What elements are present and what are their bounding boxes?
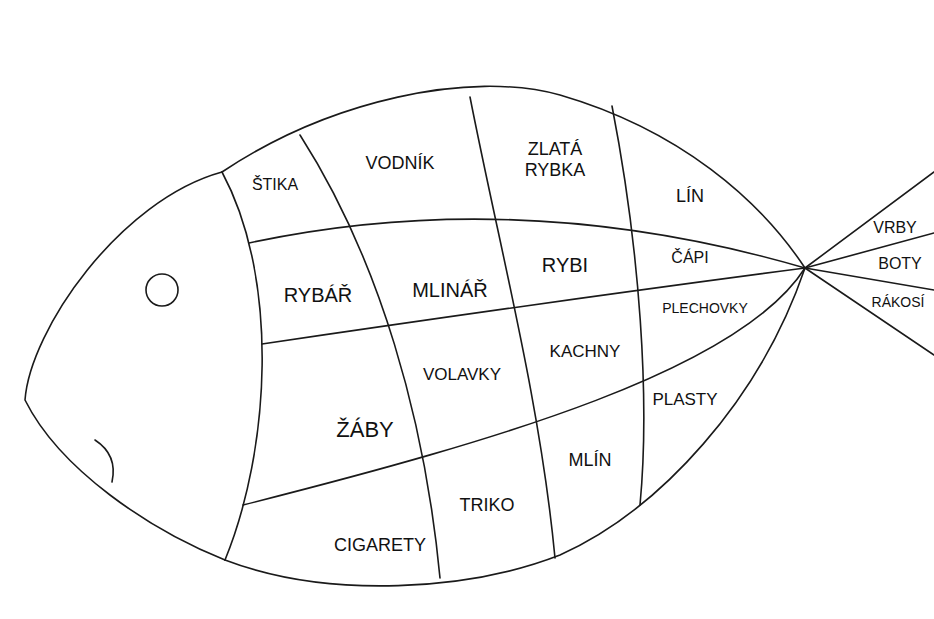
word-cell: KACHNY (547, 340, 624, 364)
word-cell: BOTY (875, 253, 925, 275)
fish-bottom-outline (225, 268, 805, 586)
fish-head-outline (25, 172, 225, 560)
row-divider (262, 268, 805, 344)
word-cell: ŠTIKA (249, 174, 301, 196)
cell-word: MLINÁŘ (412, 279, 488, 302)
cell-word: PLECHOVKY (662, 300, 748, 316)
cell-word: BOTY (878, 255, 922, 273)
cell-word: KACHNY (550, 342, 621, 362)
word-cell: VODNÍK (362, 151, 437, 176)
word-cell: ZLATÁ RYBKA (515, 137, 595, 182)
word-cell: ŽÁBY (333, 415, 396, 444)
cell-word: VRBY (873, 219, 917, 237)
cell-word: RYBÁŘ (284, 284, 353, 307)
word-cell: VRBY (870, 217, 920, 239)
fish-top-outline (222, 86, 805, 268)
word-cell: PLASTY (649, 388, 720, 412)
cell-word: ČÁPI (671, 249, 708, 267)
cell-word: ŠTIKA (252, 176, 298, 194)
row-divider (243, 268, 805, 505)
cell-word: VOLAVKY (423, 365, 501, 385)
cell-word: ZLATÁ RYBKA (518, 139, 592, 180)
cell-word: RÁKOSÍ (872, 294, 925, 310)
cell-word: TRIKO (459, 495, 514, 516)
cell-word: PLASTY (652, 390, 717, 410)
word-cell: TRIKO (456, 493, 517, 518)
fish-mouth (95, 440, 113, 482)
tail-fin-line (805, 268, 934, 355)
word-cell: PLECHOVKY (659, 298, 751, 318)
row-divider (249, 219, 805, 268)
cell-word: ŽÁBY (336, 417, 393, 442)
word-cell: MLÍN (565, 448, 614, 473)
cell-word: MLÍN (568, 450, 611, 471)
word-cell: MLINÁŘ (409, 277, 491, 304)
cell-word: VODNÍK (365, 153, 434, 174)
column-divider (612, 106, 644, 505)
word-cell: RYBI (539, 252, 591, 279)
cell-word: CIGARETY (334, 535, 426, 556)
word-cell: CIGARETY (331, 533, 429, 558)
cell-word: RYBI (542, 254, 588, 277)
tail-fin-line (805, 172, 934, 268)
word-cell: ČÁPI (668, 247, 711, 269)
column-divider (300, 135, 440, 578)
cell-word: LÍN (676, 186, 704, 207)
word-cell: VOLAVKY (420, 363, 504, 387)
word-cell: RÁKOSÍ (869, 292, 928, 312)
word-cell: LÍN (673, 184, 707, 209)
fish-eye (146, 274, 178, 306)
word-cell: RYBÁŘ (281, 282, 356, 309)
